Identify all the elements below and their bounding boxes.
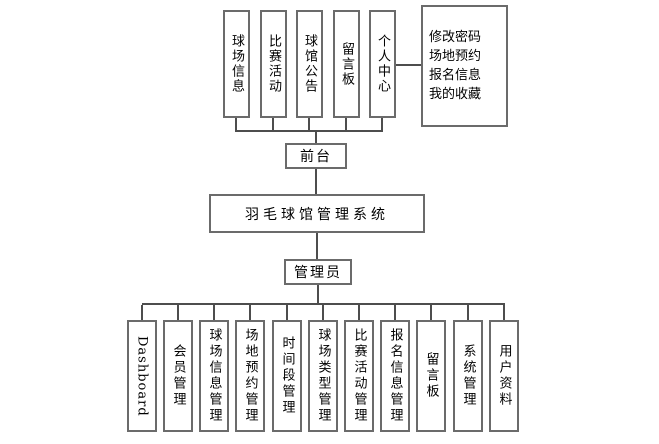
node-user-profile: 用户资料 [489,320,519,432]
connector-bus-front [315,132,317,143]
connector-stub [286,305,288,320]
node-personal-center: 个人中心 [369,10,396,118]
node-court-info: 球场信息 [223,10,250,118]
node-registration-info-mgmt: 报名信息管理 [380,320,410,432]
node-message-board-admin: 留言板 [416,320,446,432]
connector-admin-bus [317,285,319,305]
connector-stub [141,305,143,320]
node-time-slot-mgmt: 时间段管理 [272,320,302,432]
connector-stub [235,118,237,132]
detail-my-favorites: 我的收藏 [429,87,482,102]
node-admin: 管理员 [284,259,352,285]
connector-stub [308,118,310,132]
connector-bottom-bus [142,303,505,305]
node-personal-center-details: 修改密码 场地预约 报名信息 我的收藏 [421,5,508,127]
connector-stub [345,118,347,132]
node-member-mgmt: 会员管理 [163,320,193,432]
node-competition-activity-mgmt: 比赛活动管理 [344,320,374,432]
connector-stub [381,118,383,132]
connector-stub [213,305,215,320]
node-competition-activity: 比赛活动 [260,10,287,118]
detail-registration-info: 报名信息 [429,68,482,83]
node-court-info-mgmt: 球场信息管理 [199,320,229,432]
detail-venue-reservation: 场地预约 [429,49,482,64]
connector-stub [358,305,360,320]
node-dashboard: Dashboard [127,320,157,432]
connector-top-bus [235,130,383,132]
connector-stub [467,305,469,320]
detail-change-password: 修改密码 [429,30,482,45]
node-message-board-front: 留言板 [333,10,360,118]
connector-front-root [315,169,317,194]
node-system-root: 羽毛球馆管理系统 [209,194,425,233]
connector-stub [394,305,396,320]
node-system-mgmt: 系统管理 [453,320,483,432]
node-front-desk: 前台 [285,143,347,169]
node-court-type-mgmt: 球场类型管理 [308,320,338,432]
connector-root-admin [316,233,318,259]
connector-stub [430,305,432,320]
connector-stub [177,305,179,320]
connector-stub [272,118,274,132]
connector-stub [249,305,251,320]
node-venue-reservation-mgmt: 场地预约管理 [235,320,265,432]
node-gym-announcement: 球馆公告 [296,10,323,118]
connector-personal-center-details [396,64,421,66]
connector-stub [503,305,505,320]
connector-stub [322,305,324,320]
